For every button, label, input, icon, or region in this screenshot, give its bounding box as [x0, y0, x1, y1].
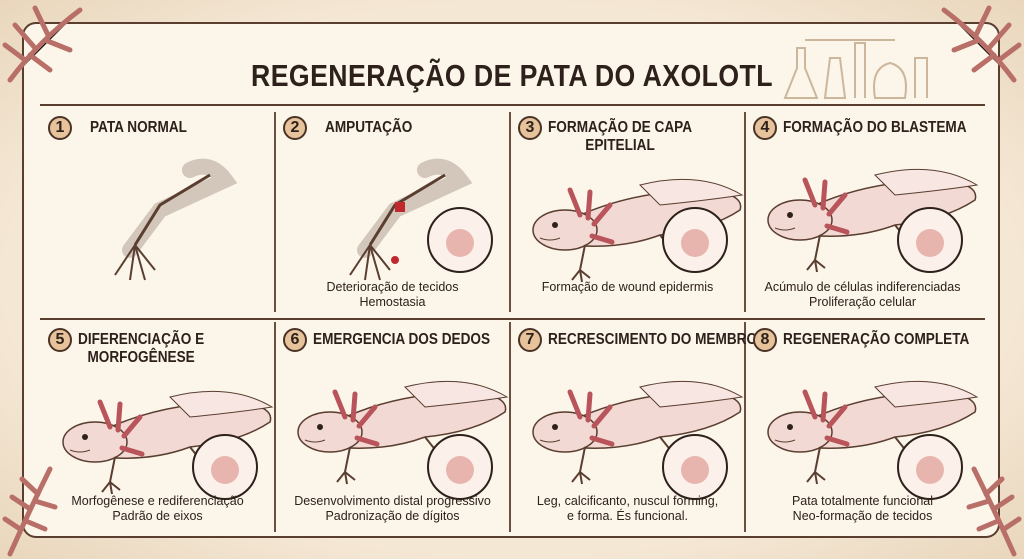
- column-divider: [274, 112, 276, 312]
- detail-inset-icon: [662, 434, 728, 500]
- axolotl-illustration: [40, 362, 275, 512]
- detail-inset-icon: [897, 434, 963, 500]
- detail-inset-icon: [662, 207, 728, 273]
- stage-number-badge: 7: [518, 328, 542, 352]
- stage-header: 6 EMERGENCIA DOS DEDOS: [283, 328, 508, 352]
- stage-title: EMERGENCIA DOS DEDOS: [313, 331, 491, 348]
- stage-caption: Desenvolvimento distal progressivo: [294, 494, 491, 508]
- stage-number-badge: 6: [283, 328, 307, 352]
- stage-caption: Deterioração de tecidos: [326, 280, 459, 294]
- axolotl-illustration: [745, 140, 980, 290]
- limb-illustration: [40, 140, 275, 290]
- stage-number-badge: 1: [48, 116, 72, 140]
- stage-title: DIFERENCIAÇÃO E MORFOGÊNESE: [78, 331, 205, 366]
- stage-caption: Pata totalmente funcional: [791, 494, 934, 508]
- stage-caption: Proliferação celular: [809, 295, 916, 309]
- column-divider: [744, 322, 746, 532]
- stage-caption: Neo-formação de tecidos: [792, 509, 933, 523]
- stage-caption: Morfogênese e rediferenciação: [71, 494, 244, 508]
- stage-header: 8 REGENERAÇÃO COMPLETA: [753, 328, 978, 352]
- stage-number-badge: 2: [283, 116, 307, 140]
- stage-title: FORMAÇÃO DO BLASTEMA: [783, 119, 967, 136]
- column-divider: [509, 112, 511, 312]
- stage-caption: Leg, calcificanto, nuscul forming,: [536, 494, 719, 508]
- stage-header: 4 FORMAÇÃO DO BLASTEMA: [753, 116, 978, 140]
- detail-inset-icon: [192, 434, 258, 500]
- stage-caption: Acúmulo de células indiferenciadas: [764, 280, 961, 294]
- stage-header: 1 PATA NORMAL: [48, 116, 273, 140]
- axolotl-illustration: [275, 352, 510, 502]
- stage-number-badge: 5: [48, 328, 72, 352]
- row-divider: [40, 318, 985, 320]
- stage-number-badge: 3: [518, 116, 542, 140]
- stage-caption: e forma. És funcional.: [567, 509, 688, 523]
- fern-decoration-icon: [2, 5, 83, 83]
- stage-panel-4: 4 FORMAÇÃO DO BLASTEMA Acúmulo de células…: [745, 110, 980, 315]
- poster-frame: [22, 22, 1000, 538]
- stage-header: 2 AMPUTAÇÃO: [283, 116, 508, 140]
- column-divider: [274, 322, 276, 532]
- fern-decoration-icon: [941, 5, 1022, 83]
- stage-panel-8: 8 REGENERAÇÃO COMPLETA Pata totalmente fu…: [745, 322, 980, 527]
- stage-title: PATA NORMAL: [90, 119, 187, 136]
- page-title: REGENERAÇÃO DE PATA DO AXOLOTL: [251, 58, 773, 93]
- lab-glassware-icon: [783, 39, 928, 99]
- stage-caption: Formação de wound epidermis: [541, 280, 714, 294]
- stage-caption: Padrão de eixos: [112, 509, 203, 523]
- limb-illustration: [275, 140, 510, 290]
- stage-title: REGENERAÇÃO COMPLETA: [783, 331, 970, 348]
- stage-title: FORMAÇÃO DE CAPA EPITELIAL: [548, 119, 693, 154]
- stage-panel-6: 6 EMERGENCIA DOS DEDOS Desenvolvimento di…: [275, 322, 510, 527]
- axolotl-illustration: [745, 352, 980, 502]
- stage-title: RECRESCIMENTO DO MEMBRO: [548, 331, 758, 348]
- detail-inset-icon: [897, 207, 963, 273]
- stage-panel-7: 7 RECRESCIMENTO DO MEMBRO Leg, calcifican…: [510, 322, 757, 527]
- column-divider: [509, 322, 511, 532]
- title-divider: [40, 104, 985, 106]
- stage-panel-1: 1 PATA NORMAL: [40, 110, 275, 315]
- stage-caption: Padronização de dígitos: [325, 509, 460, 523]
- column-divider: [744, 112, 746, 312]
- stage-title: AMPUTAÇÃO: [325, 119, 413, 136]
- axolotl-illustration: [510, 150, 745, 300]
- detail-inset-icon: [427, 434, 493, 500]
- fern-decoration-icon: [966, 466, 1022, 557]
- stage-number-badge: 4: [753, 116, 777, 140]
- detail-inset-icon: [427, 207, 493, 273]
- stage-header: 7 RECRESCIMENTO DO MEMBRO: [518, 328, 757, 352]
- stage-number-badge: 8: [753, 328, 777, 352]
- fern-decoration-icon: [2, 466, 58, 557]
- stage-caption: Hemostasia: [359, 295, 426, 309]
